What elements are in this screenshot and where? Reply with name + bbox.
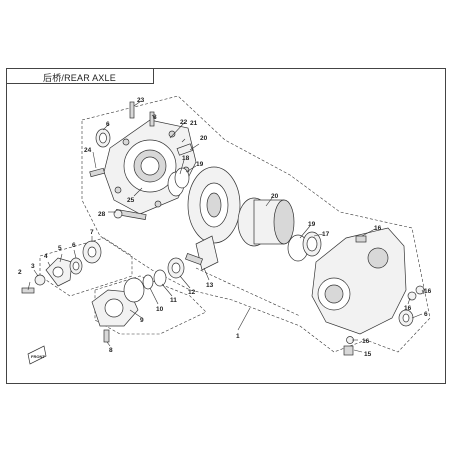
callout-6-left: 6 [72, 242, 76, 249]
callout-21: 20 [271, 193, 279, 200]
seal-6-left [69, 257, 83, 275]
callout-26: 24 [84, 147, 92, 154]
callout-3: 3 [31, 263, 35, 270]
callout-11: 10 [156, 306, 164, 313]
pinion-bearing-13 [167, 257, 185, 279]
pinion-gear [185, 235, 219, 271]
callout-5: 5 [58, 245, 62, 252]
flange-4-5 [45, 257, 73, 287]
callout-1: 1 [236, 333, 240, 340]
callout-13: 12 [188, 289, 196, 296]
callout-20: 19 [196, 161, 204, 168]
pinion-line [195, 267, 301, 317]
bolt-26 [89, 167, 105, 178]
ring-gear [187, 166, 241, 244]
nut-3 [34, 274, 46, 286]
bolts-8-25 [129, 101, 155, 127]
callout-2: 2 [18, 269, 22, 276]
callout-16-lower: 16 [362, 338, 370, 345]
callout-25: 23 [137, 97, 145, 104]
bolt-9 [103, 329, 110, 343]
callout-27: 25 [127, 197, 135, 204]
title-box [6, 68, 154, 84]
assembly-outline [81, 95, 431, 353]
bearings-19-20-right [287, 231, 322, 262]
callout-19-right: 17 [322, 231, 330, 238]
diagram-title: 后桥/REAR AXLE [43, 73, 116, 83]
callout-14: 13 [206, 282, 214, 289]
callout-22: 20 [200, 135, 208, 142]
callout-9: 8 [109, 347, 113, 354]
callout-10: 9 [140, 317, 144, 324]
bolt-2 [21, 287, 35, 294]
shim-22 [176, 143, 194, 156]
callout-24: 22 [180, 119, 188, 126]
bearing-19-20 [167, 167, 190, 197]
seal-6-right [398, 309, 414, 327]
callout-17: 16 [424, 288, 432, 295]
callout-6-right: 6 [424, 311, 428, 318]
rings-11-12 [142, 269, 167, 290]
callout-15: 15 [364, 351, 372, 358]
differential-case [237, 197, 295, 247]
callout-28: 28 [98, 211, 106, 218]
front-label: FRONT [31, 354, 45, 359]
callout-19: 18 [182, 155, 190, 162]
oil-seal-6-upper [95, 128, 111, 148]
leader-lines [27, 100, 425, 353]
callout-18: 16 [374, 225, 382, 232]
bearing-7 [82, 240, 102, 264]
callout-7: 7 [90, 229, 94, 236]
callout-23: 21 [190, 120, 198, 127]
plug-15 [343, 345, 354, 356]
axle-housing-1 [311, 227, 407, 335]
callout-4: 4 [44, 253, 48, 260]
breather-18 [355, 235, 367, 243]
callout-6: 6 [106, 121, 110, 128]
callout-16: 16 [404, 305, 412, 312]
callout-numbers: 6 23 8 22 21 20 18 19 25 24 28 20 19 17 … [18, 97, 432, 358]
front-direction-marker: FRONT [27, 345, 47, 365]
callout-12: 11 [170, 297, 177, 304]
pinion-housing-10 [91, 277, 145, 327]
left-group-outline [39, 237, 133, 297]
callout-8: 8 [153, 114, 157, 121]
callout-20-right: 19 [308, 221, 316, 228]
